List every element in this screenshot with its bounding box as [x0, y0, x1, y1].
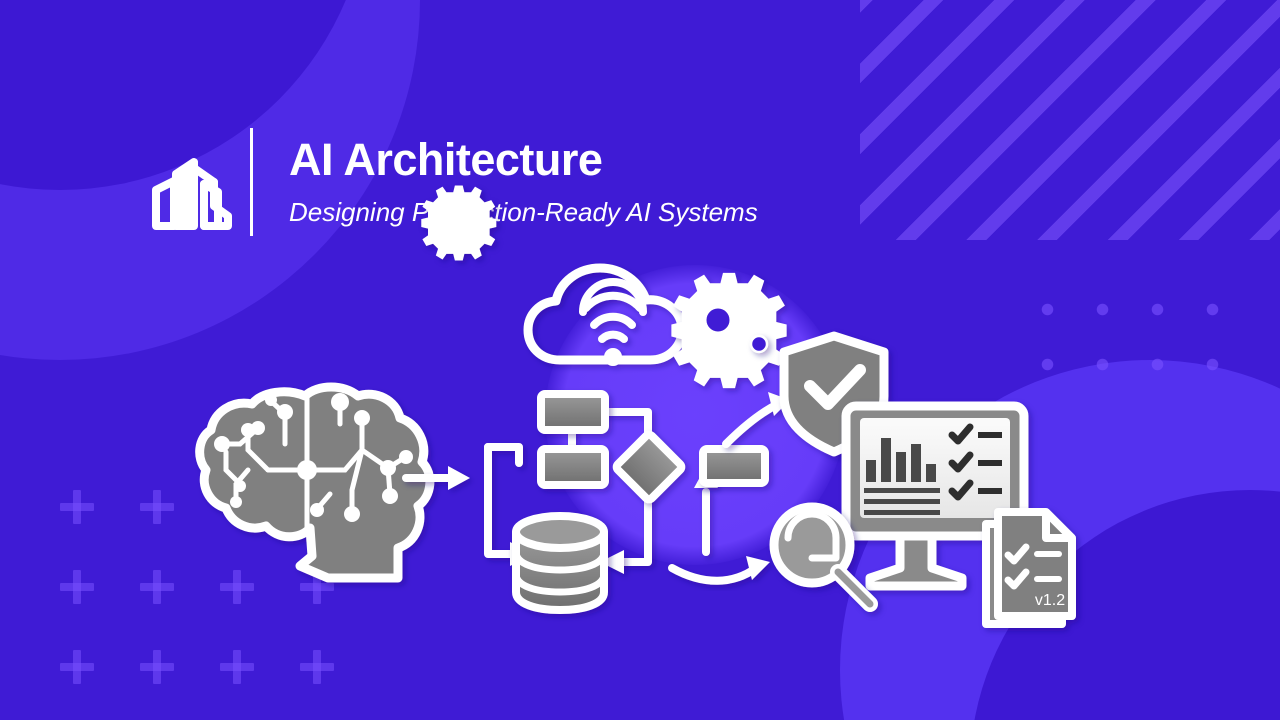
database-cylinder-icon — [512, 512, 608, 614]
page-subtitle: Designing Production-Ready AI Systems — [289, 197, 758, 228]
gear-large-icon — [671, 272, 787, 389]
document-version-label: v1.2 — [1035, 592, 1065, 609]
flow-box-top — [537, 390, 609, 434]
dashboard-bar-chart — [866, 438, 936, 482]
brain-icon — [195, 382, 435, 583]
arrow-to-magnifier-icon — [668, 556, 770, 585]
document-checklist-icon: v1.2 — [982, 508, 1076, 628]
dashboard-checklist — [948, 423, 1002, 501]
cloud-wifi-icon — [523, 263, 687, 366]
dashboard-text-lines — [864, 488, 940, 515]
gear-small-icon — [421, 185, 769, 354]
header-divider — [250, 128, 253, 236]
flow-connectors — [484, 408, 710, 566]
header-titles: AI Architecture Designing Production-Rea… — [289, 136, 758, 228]
arrow-brain-to-pipeline-icon — [402, 466, 470, 490]
building-logo-icon — [146, 134, 238, 230]
monitor-dashboard-icon — [841, 401, 1029, 591]
flow-box-right — [699, 445, 769, 487]
flow-box-middle — [537, 445, 609, 489]
page-title: AI Architecture — [289, 133, 603, 185]
header: AI Architecture Designing Production-Rea… — [146, 128, 758, 236]
flow-diamond — [612, 430, 686, 504]
magnifier-clock-icon — [769, 502, 878, 612]
